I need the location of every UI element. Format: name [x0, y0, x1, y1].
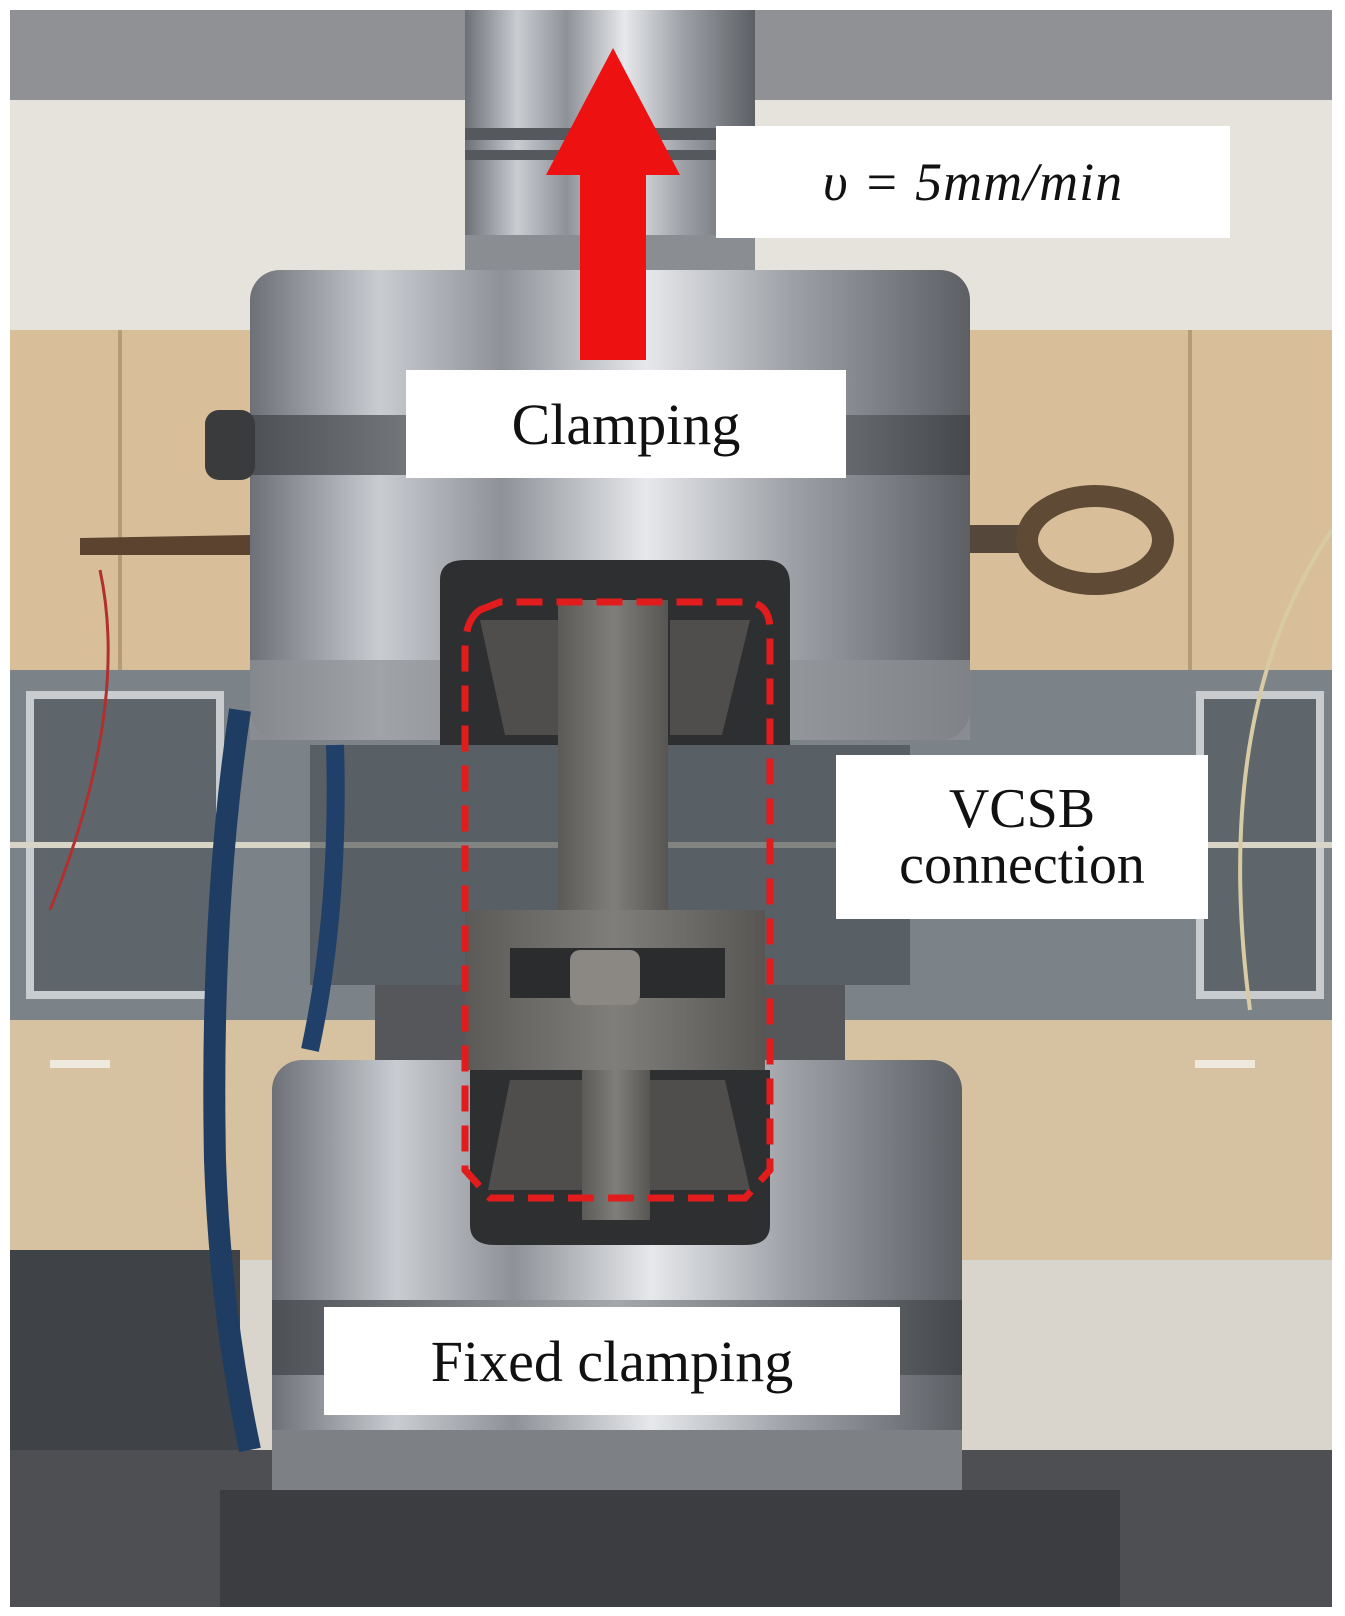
- test-setup-photo: υ = 5mm/min Clamping VCSB connection Fix…: [10, 10, 1332, 1607]
- hydraulic-hose: [203, 708, 261, 1453]
- upward-arrow-icon: [546, 48, 680, 360]
- vcsb-specimen: [465, 600, 765, 1220]
- clamping-label: Clamping: [406, 370, 846, 478]
- fixed-clamping-label: Fixed clamping: [324, 1307, 900, 1415]
- eye-bolt: [1016, 485, 1174, 595]
- vcsb-connection-label: VCSB connection: [836, 755, 1208, 919]
- vcsb-label-line2: connection: [899, 834, 1145, 896]
- vcsb-label-line1: VCSB: [948, 778, 1096, 840]
- dashed-outline-region: [461, 598, 774, 1202]
- speed-label: υ = 5mm/min: [716, 126, 1230, 238]
- left-handle: [80, 535, 250, 555]
